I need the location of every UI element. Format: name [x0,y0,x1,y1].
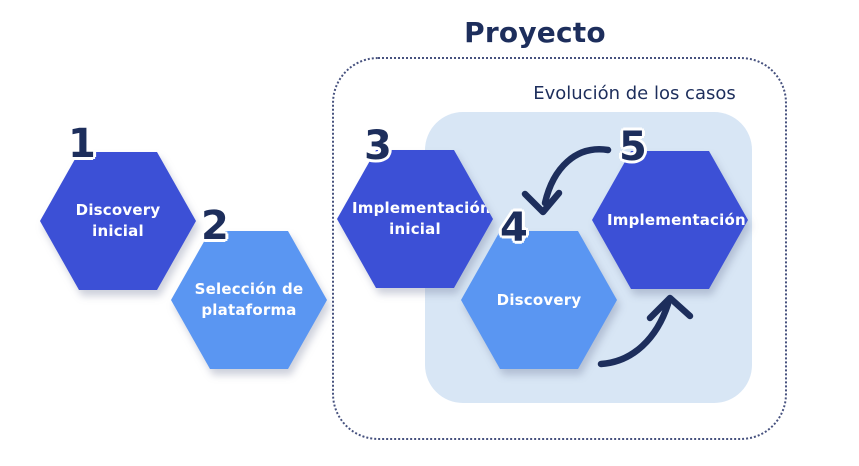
step-label: Discovery inicial [75,201,161,240]
step-label: Discovery [496,290,582,309]
hexagon-shape: Discovery inicial [40,152,196,290]
step-label: Selección de plataforma [194,280,304,319]
step-hexagon-discovery: Discovery [461,231,617,369]
step-number-2: 2 [201,203,229,249]
evolution-panel-label: Evolución de los casos [533,83,736,104]
hexagon-shape: Selección de plataforma [171,231,327,369]
step-hexagon-discovery-inicial: Discovery inicial [40,152,196,290]
step-number-3: 3 [364,123,392,169]
step-number-1: 1 [68,121,96,167]
page-title: Proyecto [464,16,606,49]
step-hexagon-seleccion-de-plataforma: Selección de plataforma [171,231,327,369]
step-hexagon-implementacion-inicial: Implementación inicial [337,150,493,288]
hexagon-shape: Discovery [461,231,617,369]
step-number-4: 4 [500,205,528,251]
step-label: Implementación [607,210,746,229]
step-number-5: 5 [619,124,647,170]
hexagon-shape: Implementación inicial [337,150,493,288]
step-label: Implementación inicial [352,199,491,238]
proyecto-boundary-box [332,57,787,440]
step-hexagon-implementacion: Implementación [592,151,748,289]
hexagon-shape: Implementación [592,151,748,289]
